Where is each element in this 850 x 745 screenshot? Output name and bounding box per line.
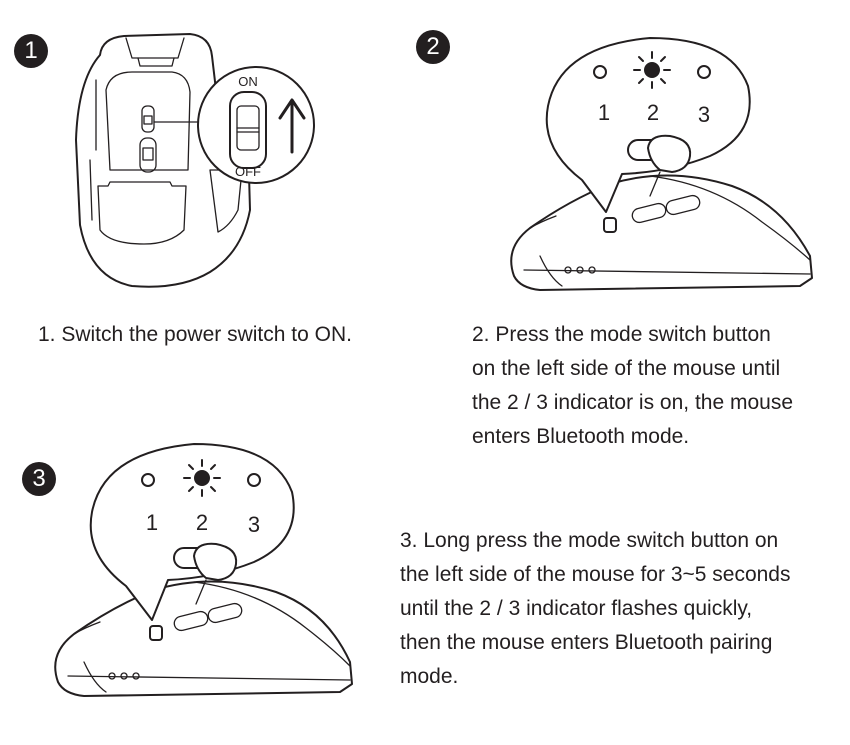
indicator-label-3: 3 (248, 512, 260, 537)
caption-line: the left side of the mouse for 3~5 secon… (400, 563, 791, 586)
step-2-caption: 2. Press the mode switch button on the l… (472, 318, 793, 454)
switch-off-label: OFF (235, 164, 261, 179)
indicator-label-1: 1 (598, 100, 610, 125)
caption-line: then the mouse enters Bluetooth pairing (400, 631, 773, 654)
caption-line: the 2 / 3 indicator is on, the mouse (472, 391, 794, 414)
caption-line: 2. Press the mode switch button (472, 323, 771, 346)
indicator-label-2: 2 (196, 510, 208, 535)
step-1-caption: 1. Switch the power switch to ON. (38, 318, 352, 352)
switch-on-label: ON (238, 74, 258, 89)
mouse-bottom-illustration: ON OFF (75, 33, 315, 288)
caption-line: until the 2 / 3 indicator flashes quickl… (400, 597, 753, 620)
mouse-side-illustration-step-2: 1 2 3 (510, 37, 813, 291)
indicator-label-1: 1 (146, 510, 158, 535)
step-3-caption: 3. Long press the mode switch button on … (400, 524, 791, 694)
step-2-badge: 2 (416, 30, 450, 64)
caption-line: mode. (400, 665, 459, 688)
mouse-side-illustration-step-3: 1 2 3 (54, 443, 353, 697)
caption-line: enters Bluetooth mode. (472, 425, 690, 448)
step-3-badge: 3 (22, 462, 56, 496)
step-1-badge: 1 (14, 34, 48, 68)
indicator-label-2: 2 (647, 100, 659, 125)
caption-line: 1. Switch the power switch to ON. (38, 323, 352, 346)
indicator-label-3: 3 (698, 102, 710, 127)
caption-line: on the left side of the mouse until (472, 357, 781, 380)
caption-line: 3. Long press the mode switch button on (400, 529, 779, 552)
